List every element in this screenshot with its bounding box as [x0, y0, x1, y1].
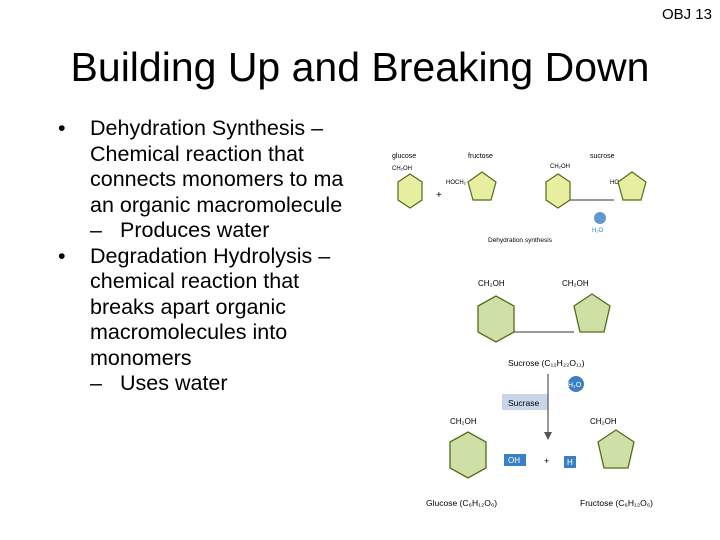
dash: – — [90, 371, 102, 395]
bullet-dot: • — [58, 116, 66, 140]
bullet-dehydration: • Dehydration Synthesis – Chemical react… — [58, 116, 378, 218]
sub-bullet-uses-water: – Uses water — [58, 371, 378, 397]
sucrase-label: Sucrase — [508, 398, 539, 408]
sub-bullet-text: Uses water — [120, 371, 228, 395]
fructose-hoch2: HOCH₂ — [446, 180, 467, 186]
bullet-hydrolysis: • Degradation Hydrolysis – chemical reac… — [58, 244, 378, 372]
glucose-label: glucose — [392, 153, 416, 160]
h-highlight — [564, 456, 576, 468]
water-molecule — [568, 376, 584, 392]
bullet-line: Degradation Hydrolysis – — [90, 243, 331, 268]
fructose-ch2oh: CH₂OH — [590, 417, 617, 426]
bullet-line: breaks apart organic — [90, 294, 286, 319]
glucose-ch2oh: CH₂OH — [450, 417, 477, 426]
bullet-line: monomers — [90, 345, 192, 370]
glucose-formula: Glucose (C₆H₁₂O₆) — [426, 498, 497, 508]
fructose-label: fructose — [468, 153, 493, 160]
sucrose-ch2oh: CH₂OH — [550, 164, 570, 170]
fructose-ring — [597, 429, 635, 469]
sucrose-fructose-ring — [617, 171, 647, 201]
water-label: H₂O — [592, 228, 604, 234]
dehydration-caption: Dehydration synthesis — [488, 237, 553, 244]
dash: – — [90, 218, 102, 242]
sucrose-glucose-ring — [477, 295, 515, 343]
water-label: H₂O — [568, 382, 582, 389]
sucrase-box — [502, 394, 548, 410]
glucose-ch2oh: CH₂OH — [392, 166, 412, 172]
slide-title: Building Up and Breaking Down — [70, 44, 650, 90]
plus-sign: + — [436, 190, 442, 201]
plus-sign: + — [544, 456, 549, 466]
arrowhead-icon — [544, 432, 552, 440]
sucrose-fructose-ring — [573, 293, 611, 333]
glucose-ring — [397, 173, 423, 209]
sucrose-ch2oh-left: CH₂OH — [478, 279, 505, 288]
hydrolysis-diagram: CH₂OH CH₂OH Sucrose (C₁₂H₂₂O₁₁) Sucrase … — [426, 279, 653, 508]
bullet-line: Chemical reaction that — [90, 141, 304, 166]
dehydration-synthesis-diagram: glucose fructose sucrose CH₂OH CH₂OH HOC… — [392, 153, 647, 244]
sucrose-glucose-ring — [545, 173, 571, 209]
sucrose-label: sucrose — [590, 153, 615, 160]
oh-highlight — [504, 454, 526, 466]
sucrose-formula: Sucrose (C₁₂H₂₂O₁₁) — [508, 358, 585, 368]
bullet-dot: • — [58, 243, 66, 268]
sub-bullet-text: Produces water — [120, 218, 270, 242]
bullet-line: connects monomers to ma — [90, 167, 344, 191]
bullet-line: an organic macromolecule — [90, 192, 343, 217]
sub-bullet-produces-water: – Produces water — [58, 218, 378, 244]
h-label: H — [567, 458, 573, 467]
sucrose-ch2oh-right: CH₂OH — [562, 279, 589, 288]
bullet-list: • Dehydration Synthesis – Chemical react… — [58, 116, 378, 397]
water-molecule — [594, 212, 606, 224]
bullet-line: Dehydration Synthesis – — [90, 116, 324, 140]
objective-tag: OBJ 13 — [661, 6, 712, 23]
fructose-formula: Fructose (C₆H₁₂O₆) — [580, 498, 653, 508]
bullet-line: macromolecules into — [90, 320, 288, 344]
bullet-line: chemical reaction that — [90, 269, 300, 293]
oh-label: OH — [508, 456, 520, 465]
fructose-ring — [467, 171, 497, 201]
glucose-ring — [449, 431, 487, 479]
